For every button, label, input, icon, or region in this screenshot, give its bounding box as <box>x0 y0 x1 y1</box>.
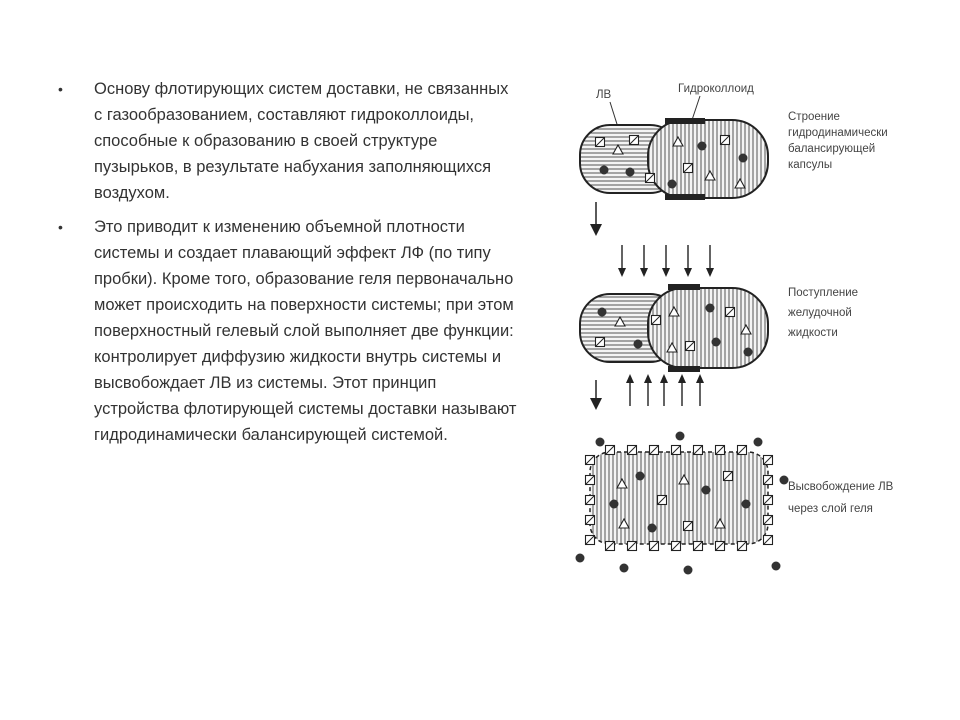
capsule-diagram: ЛВ Гидроколлоид Строение гидродинамическ… <box>560 80 900 580</box>
bullet-list: • Основу флотирующих систем доставки, не… <box>58 76 518 456</box>
outgoing-arrows <box>626 374 704 406</box>
caption-2-line-2: желудочной <box>788 307 852 319</box>
bullet-dot: • <box>58 219 63 235</box>
arrow-down-icon <box>590 202 602 236</box>
capsule-3-gel <box>575 431 789 575</box>
bullet-dot: • <box>58 81 63 97</box>
caption-1-line-2: гидродинамически <box>788 127 888 139</box>
bullet-text-1: Основу флотирующих систем доставки, не с… <box>94 80 509 202</box>
caption-2-line-1: Поступление <box>788 287 858 299</box>
capsule-1 <box>579 118 769 200</box>
incoming-arrows <box>618 245 714 277</box>
caption-1-line-4: капсулы <box>788 159 832 171</box>
caption-2-line-3: жидкости <box>788 327 838 339</box>
bullet-item-1: • Основу флотирующих систем доставки, не… <box>58 76 518 206</box>
caption-1-line-3: балансирующей <box>788 143 875 155</box>
label-hydrocolloid: Гидроколлоид <box>678 83 754 95</box>
caption-3-line-1: Высвобождение ЛВ <box>788 481 894 493</box>
bullet-text-2: Это приводит к изменению объемной плотно… <box>94 218 517 444</box>
capsule-2 <box>579 284 769 372</box>
caption-1-line-1: Строение <box>788 111 840 123</box>
label-lv: ЛВ <box>596 89 612 101</box>
bullet-item-2: • Это приводит к изменению объемной плот… <box>58 214 518 448</box>
arrow-down-icon <box>590 380 602 410</box>
caption-3-line-2: через слой геля <box>788 503 873 515</box>
